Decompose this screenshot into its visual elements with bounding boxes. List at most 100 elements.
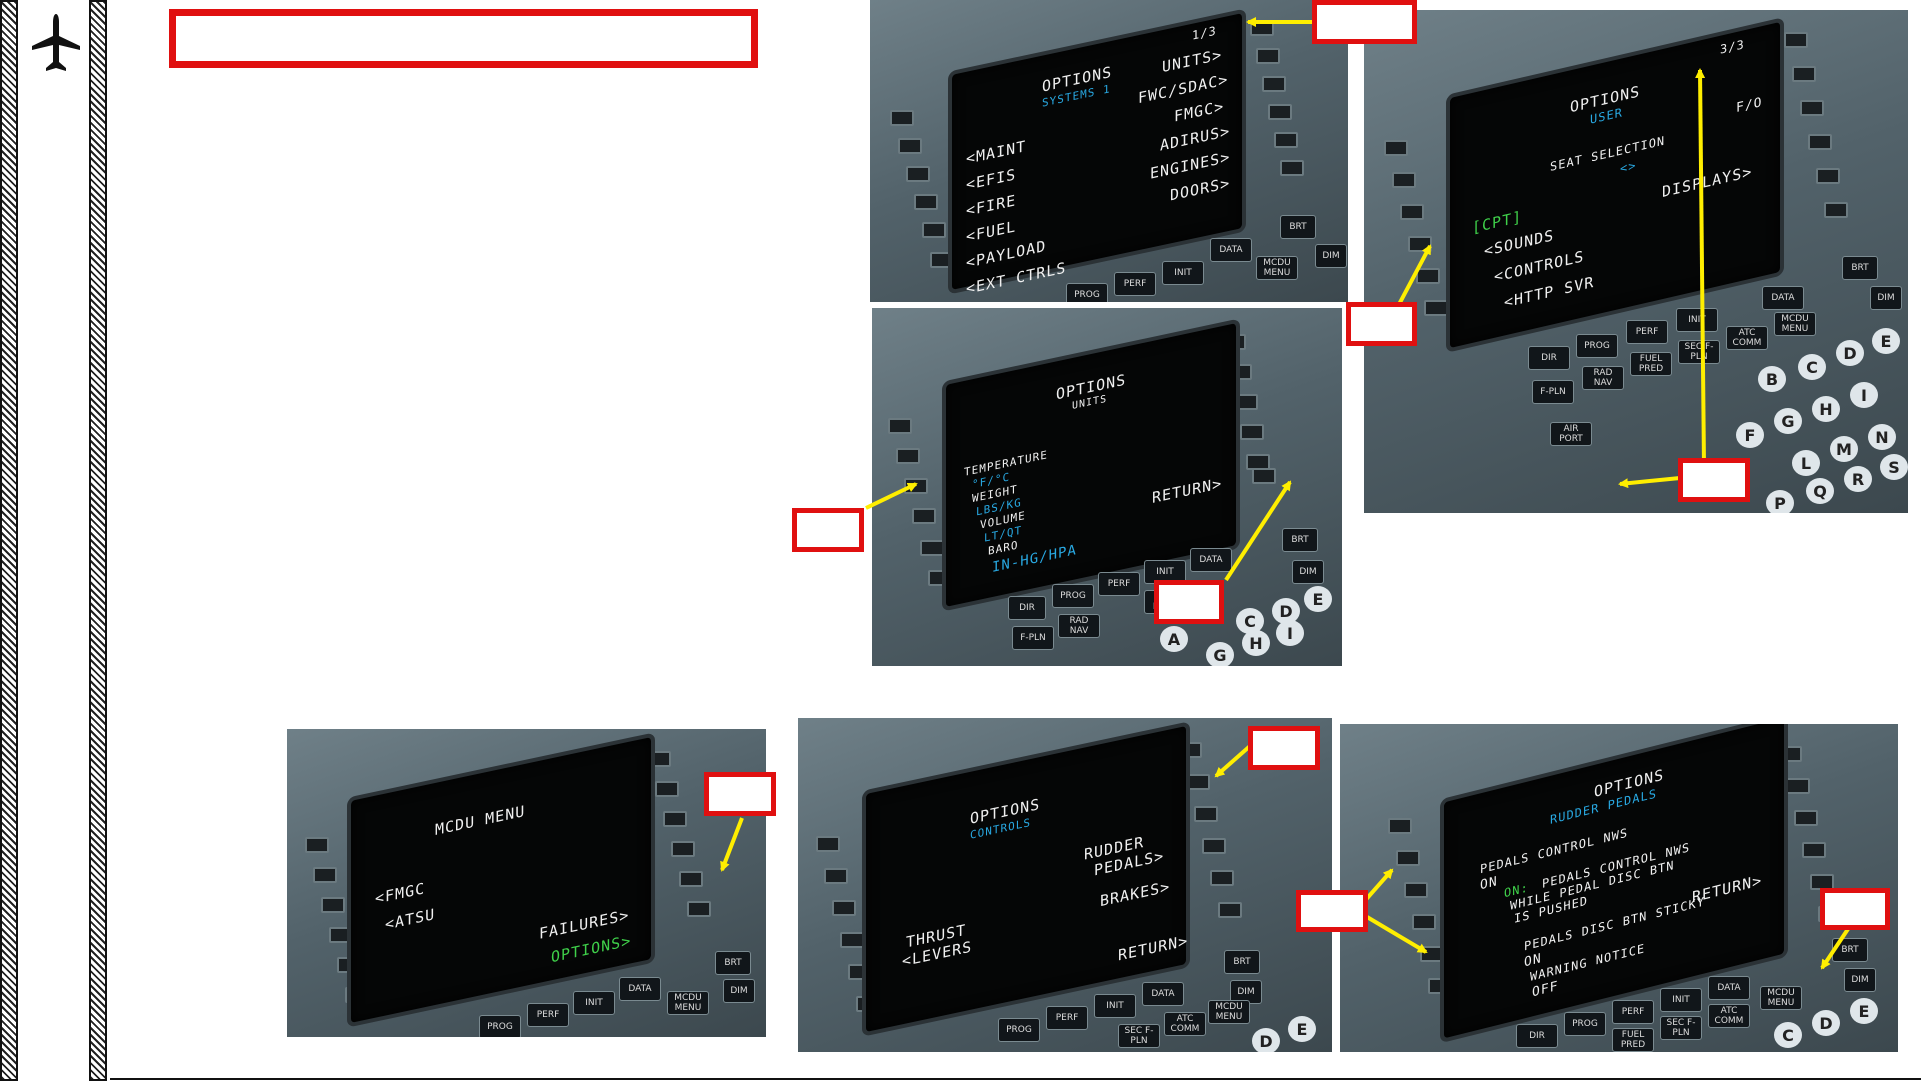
perf-key[interactable]: PERF [1612, 1000, 1654, 1024]
lsk-4r[interactable] [1802, 842, 1826, 858]
perf-key[interactable]: PERF [527, 1003, 569, 1027]
key-g[interactable]: G [1774, 408, 1802, 434]
lsk-2l[interactable] [896, 448, 920, 464]
dim-key[interactable]: DIM [1844, 968, 1876, 992]
brt-key[interactable]: BRT [1842, 256, 1878, 280]
key-h[interactable]: H [1812, 396, 1840, 422]
rad-nav-key[interactable]: RAD NAV [1582, 366, 1624, 390]
data-key[interactable]: DATA [1210, 238, 1252, 262]
lsk-3r[interactable] [1262, 76, 1286, 92]
key-d[interactable]: D [1812, 1010, 1840, 1036]
key-c[interactable]: C [1236, 608, 1264, 634]
airport-key[interactable]: AIR PORT [1550, 422, 1592, 446]
lsk-3r[interactable] [1194, 806, 1218, 822]
lsk-1r[interactable] [1784, 32, 1808, 48]
lsk-5r[interactable] [679, 871, 703, 887]
key-i[interactable]: I [1276, 620, 1304, 646]
key-d[interactable]: D [1272, 598, 1300, 624]
lsk-1l[interactable] [305, 837, 329, 853]
mcdu-menu-key[interactable]: MCDU MENU [1774, 312, 1816, 336]
init-key[interactable]: INIT [573, 991, 615, 1015]
fuel-pred-key[interactable]: FUEL PRED [1612, 1028, 1654, 1052]
prog-key[interactable]: PROG [479, 1015, 521, 1037]
key-c[interactable]: C [1774, 1022, 1802, 1048]
key-h[interactable]: H [1242, 630, 1270, 656]
key-e[interactable]: E [1850, 998, 1878, 1024]
key-q[interactable]: Q [1806, 478, 1834, 504]
brt-key[interactable]: BRT [1280, 215, 1316, 239]
sec-fpln-key[interactable]: SEC F-PLN [1660, 1016, 1702, 1040]
dim-key[interactable]: DIM [1292, 560, 1324, 584]
lsk-3r[interactable] [1794, 810, 1818, 826]
lsk-6r[interactable] [1824, 202, 1848, 218]
lsk-4l[interactable] [914, 194, 938, 210]
lsk-4l[interactable] [1412, 914, 1436, 930]
key-f[interactable]: F [1736, 422, 1764, 448]
key-d[interactable]: D [1252, 1028, 1280, 1052]
key-n[interactable]: N [1868, 424, 1896, 450]
key-r[interactable]: R [1844, 466, 1872, 492]
key-b[interactable]: B [1758, 366, 1786, 392]
lsk-2l[interactable] [898, 138, 922, 154]
lsk-1l[interactable] [890, 110, 914, 126]
mcdu-menu-key[interactable]: MCDU MENU [1208, 1000, 1250, 1024]
fuel-pred-key[interactable]: FUEL PRED [1630, 352, 1672, 376]
lsk-1l[interactable] [1388, 818, 1412, 834]
lsk-3l[interactable] [906, 166, 930, 182]
lsk-3l[interactable] [1400, 204, 1424, 220]
rad-nav-key[interactable]: RAD NAV [1058, 614, 1100, 638]
mcdu-menu-key[interactable]: MCDU MENU [1760, 986, 1802, 1010]
lsk-4r[interactable] [1240, 424, 1264, 440]
init-key[interactable]: INIT [1660, 988, 1702, 1012]
key-a[interactable]: A [1160, 626, 1188, 652]
atc-comm-key[interactable]: ATC COMM [1708, 1004, 1750, 1028]
prog-key[interactable]: PROG [1066, 283, 1108, 302]
lsk-2l[interactable] [1396, 850, 1420, 866]
dim-key[interactable]: DIM [1315, 244, 1347, 268]
dim-key[interactable]: DIM [1870, 286, 1902, 310]
perf-key[interactable]: PERF [1114, 272, 1156, 296]
data-key[interactable]: DATA [1190, 548, 1232, 572]
lsk-2r[interactable] [1792, 66, 1816, 82]
lsk-4l[interactable] [912, 508, 936, 524]
lsk-1l[interactable] [1384, 140, 1408, 156]
atc-comm-key[interactable]: ATC COMM [1726, 326, 1768, 350]
mcdu-menu-key[interactable]: MCDU MENU [1256, 256, 1298, 280]
key-s[interactable]: S [1880, 454, 1908, 480]
lsk-6r[interactable] [1252, 468, 1276, 484]
dir-key[interactable]: DIR [1528, 346, 1570, 370]
lsk-4r[interactable] [1202, 838, 1226, 854]
prog-key[interactable]: PROG [998, 1018, 1040, 1042]
key-m[interactable]: M [1830, 436, 1858, 462]
sec-fpln-key[interactable]: SEC F-PLN [1678, 340, 1720, 364]
key-e[interactable]: E [1288, 1016, 1316, 1042]
lsk-5l[interactable] [1416, 268, 1440, 284]
lsk-2r[interactable] [1256, 48, 1280, 64]
data-key[interactable]: DATA [1762, 286, 1804, 310]
perf-key[interactable]: PERF [1098, 572, 1140, 596]
lsk-3l[interactable] [832, 900, 856, 916]
data-key[interactable]: DATA [1708, 976, 1750, 1000]
atc-comm-key[interactable]: ATC COMM [1164, 1012, 1206, 1036]
brt-key[interactable]: BRT [715, 951, 751, 975]
lsk-1l[interactable] [888, 418, 912, 434]
lsk-2l[interactable] [1392, 172, 1416, 188]
lsk-5r[interactable] [1210, 870, 1234, 886]
fpln-key[interactable]: F-PLN [1012, 626, 1054, 650]
lsk-4r[interactable] [1268, 104, 1292, 120]
key-i[interactable]: I [1850, 382, 1878, 408]
lsk-4r[interactable] [1808, 134, 1832, 150]
lsk-5l[interactable] [922, 222, 946, 238]
key-l[interactable]: L [1792, 450, 1820, 476]
fpln-key[interactable]: F-PLN [1532, 380, 1574, 404]
lsk-6r[interactable] [1218, 902, 1242, 918]
key-c[interactable]: C [1798, 354, 1826, 380]
init-key[interactable]: INIT [1094, 994, 1136, 1018]
lsk-5r[interactable] [1274, 132, 1298, 148]
brt-key[interactable]: BRT [1224, 950, 1260, 974]
perf-key[interactable]: PERF [1626, 320, 1668, 344]
lsk-3l[interactable] [321, 897, 345, 913]
perf-key[interactable]: PERF [1046, 1006, 1088, 1030]
mcdu-menu-key[interactable]: MCDU MENU [667, 991, 709, 1015]
init-key[interactable]: INIT [1676, 308, 1718, 332]
